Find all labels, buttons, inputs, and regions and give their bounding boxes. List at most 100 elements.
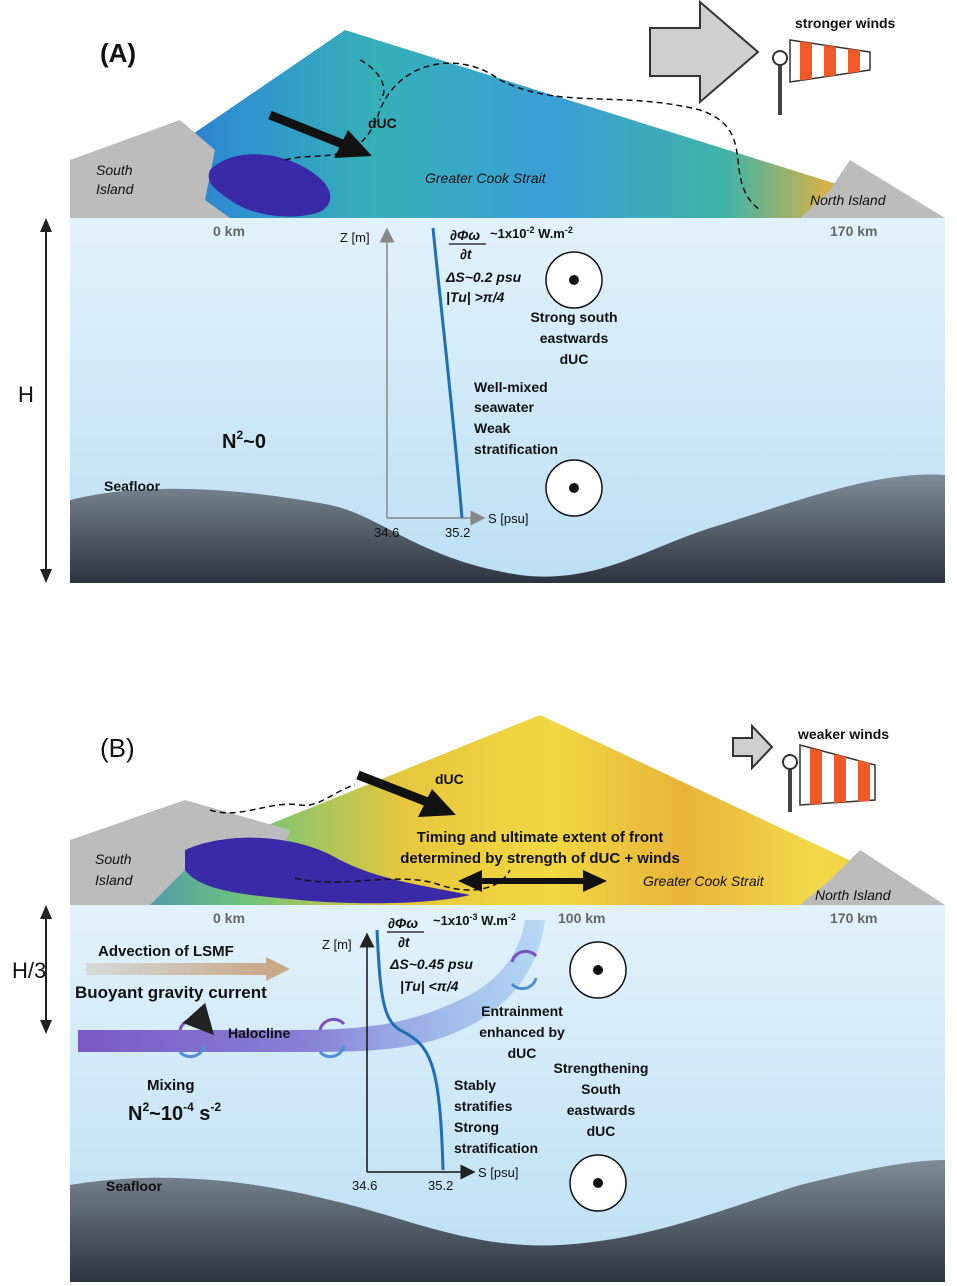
- north-island-land: [800, 850, 945, 905]
- south-island-land: [70, 800, 290, 905]
- south-island-label: South: [96, 162, 133, 178]
- delta-s-label: ΔS~0.2 psu: [445, 269, 522, 285]
- front-contour: [294, 869, 511, 891]
- profile-axes: [359, 932, 476, 1180]
- duc-arrow-label: dUC: [435, 771, 464, 787]
- seafloor-label: Seafloor: [104, 478, 161, 494]
- wind-label: weaker winds: [797, 726, 889, 742]
- front-contour: [209, 784, 356, 814]
- mixing-swirl-icon: [318, 1017, 346, 1059]
- strat-note: Stably: [454, 1077, 496, 1093]
- panel-letter: (A): [100, 38, 136, 68]
- km-mid-label: 100 km: [558, 910, 605, 926]
- duc-note: Strong south: [530, 309, 617, 325]
- gravity-current-label: Buoyant gravity current: [75, 983, 267, 1002]
- flux-denominator: ∂t: [398, 934, 411, 950]
- z-axis-label: Z [m]: [322, 937, 352, 952]
- strait-name: Greater Cook Strait: [425, 170, 547, 186]
- profile-axes: [379, 227, 486, 526]
- duc-note: eastwards: [540, 330, 609, 346]
- strait-name: Greater Cook Strait: [643, 873, 765, 889]
- mix-note: seawater: [474, 399, 534, 415]
- mixing-label: Mixing: [147, 1077, 195, 1094]
- flux-numerator: ∂Φω: [388, 915, 418, 931]
- depth-label: H: [18, 382, 34, 407]
- advection-label: Advection of LSMF: [98, 943, 234, 960]
- duc-arrow: [356, 770, 456, 817]
- entrain-note: dUC: [508, 1045, 537, 1061]
- km-right-label: 170 km: [830, 223, 877, 239]
- km-right-label: 170 km: [830, 910, 877, 926]
- current-out-of-page-icon: [569, 941, 627, 999]
- current-out-of-page-icon: [545, 459, 603, 517]
- front-extent-arrow: [458, 870, 607, 892]
- turner-label: |Tu| >π/4: [446, 289, 505, 305]
- duc-arrow: [268, 110, 372, 158]
- flux-numerator: ∂Φω: [450, 227, 480, 243]
- s-tick-min: 34.6: [374, 525, 399, 540]
- km-left-label: 0 km: [213, 910, 245, 926]
- strat-note: stratification: [454, 1140, 538, 1156]
- north-island-label: North Island: [815, 887, 892, 903]
- n2-label: N2~10-4 s-2: [128, 1100, 221, 1125]
- depth-label: H/3: [12, 958, 46, 983]
- depth-arrow: [40, 905, 52, 1034]
- delta-s-label: ΔS~0.45 psu: [389, 956, 473, 972]
- turner-label: |Tu| <π/4: [400, 978, 459, 994]
- south-island-label: South: [95, 851, 132, 867]
- low-salinity-plume: [208, 154, 331, 217]
- s-tick-min: 34.6: [352, 1178, 377, 1193]
- current-out-of-page-icon: [569, 1154, 627, 1212]
- flux-value: ~1x10-3 W.m-2: [433, 912, 516, 928]
- n2-label: N2~0: [222, 428, 266, 453]
- strength-note: Strengthening: [554, 1060, 649, 1076]
- salinity-profile: [375, 929, 445, 1171]
- north-island-label: North Island: [810, 192, 887, 208]
- strength-note: dUC: [587, 1123, 616, 1139]
- low-salinity-plume: [185, 837, 470, 904]
- wind-arrow: [732, 723, 774, 771]
- seafloor-shape: [70, 474, 945, 583]
- strat-note: Strong: [454, 1119, 499, 1135]
- windsock-icon: [782, 744, 876, 812]
- strength-note: eastwards: [567, 1102, 636, 1118]
- front-note: determined by strength of dUC + winds: [400, 850, 680, 867]
- strat-note: stratifies: [454, 1098, 513, 1114]
- duc-note: dUC: [560, 351, 589, 367]
- south-island-land: [70, 120, 230, 218]
- north-island-land: [800, 160, 945, 218]
- current-out-of-page-icon: [545, 251, 603, 309]
- south-island-label: Island: [95, 872, 134, 888]
- seafloor-shape: [70, 1160, 945, 1282]
- halocline-band: [78, 920, 545, 1052]
- s-tick-max: 35.2: [428, 1178, 453, 1193]
- wind-label: stronger winds: [795, 15, 896, 31]
- salinity-profile: [431, 227, 464, 519]
- mix-note: Well-mixed: [474, 379, 548, 395]
- mix-note: Weak: [474, 420, 511, 436]
- panel-b: (B) South Island Greater Cook Strait Nor…: [12, 715, 945, 1282]
- depth-arrow: [40, 218, 52, 583]
- entrain-note: Entrainment: [481, 1003, 563, 1019]
- entrain-note: enhanced by: [479, 1024, 565, 1040]
- s-axis-label: S [psu]: [488, 511, 528, 526]
- panel-a: (A) South Island Greater Cook Strait Nor…: [18, 0, 945, 583]
- duc-arrow-label: dUC: [368, 115, 397, 131]
- strength-note: South: [581, 1081, 621, 1097]
- front-note: Timing and ultimate extent of front: [417, 829, 663, 846]
- mixing-swirl-icon: [178, 1002, 215, 1059]
- mixing-swirl-icon: [510, 949, 538, 991]
- advection-arrow: [86, 957, 290, 981]
- seafloor-label: Seafloor: [106, 1178, 163, 1194]
- s-axis-label: S [psu]: [478, 1165, 518, 1180]
- km-left-label: 0 km: [213, 223, 245, 239]
- south-island-label: Island: [96, 181, 135, 197]
- flux-value: ~1x10-2 W.m-2: [490, 225, 573, 241]
- s-tick-max: 35.2: [445, 525, 470, 540]
- windsock-icon: [772, 39, 871, 115]
- halocline-label: Halocline: [228, 1025, 290, 1041]
- front-contour: [359, 59, 385, 101]
- z-axis-label: Z [m]: [340, 230, 370, 245]
- mix-note: stratification: [474, 441, 558, 457]
